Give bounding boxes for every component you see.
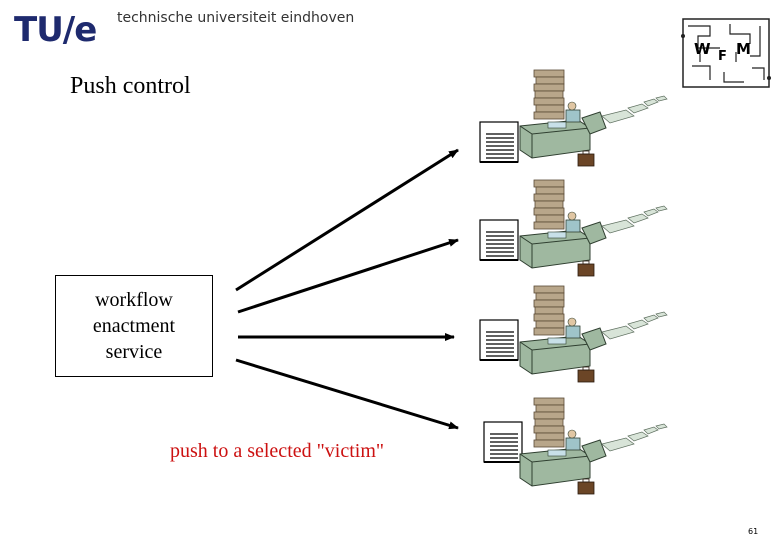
worker-illustration-4 bbox=[519, 397, 668, 495]
work-queue-3 bbox=[479, 319, 519, 361]
work-queue-2 bbox=[479, 219, 519, 261]
tue-logo: TU/e bbox=[14, 10, 97, 50]
svg-text:M: M bbox=[736, 40, 751, 58]
workflow-enactment-service-box: workflow enactment service bbox=[55, 275, 213, 377]
work-queue-1 bbox=[479, 121, 519, 163]
work-queue-4 bbox=[483, 421, 523, 463]
worker-illustration-1 bbox=[519, 69, 668, 167]
svg-text:F: F bbox=[718, 49, 727, 64]
wfm-logo: W F M bbox=[681, 18, 771, 88]
push-arrow-2 bbox=[237, 238, 459, 314]
push-victim-label: push to a selected "victim" bbox=[170, 440, 385, 462]
service-box-label: workflow enactment service bbox=[92, 289, 176, 363]
page-number: 61 bbox=[748, 527, 759, 536]
push-arrow-4 bbox=[235, 358, 459, 430]
worker-illustration-2 bbox=[519, 179, 668, 277]
push-arrow-1 bbox=[235, 148, 459, 292]
svg-text:W: W bbox=[694, 40, 711, 58]
university-name: technische universiteit eindhoven bbox=[117, 10, 355, 26]
slide-title: Push control bbox=[70, 73, 191, 99]
worker-illustration-3 bbox=[519, 285, 668, 383]
